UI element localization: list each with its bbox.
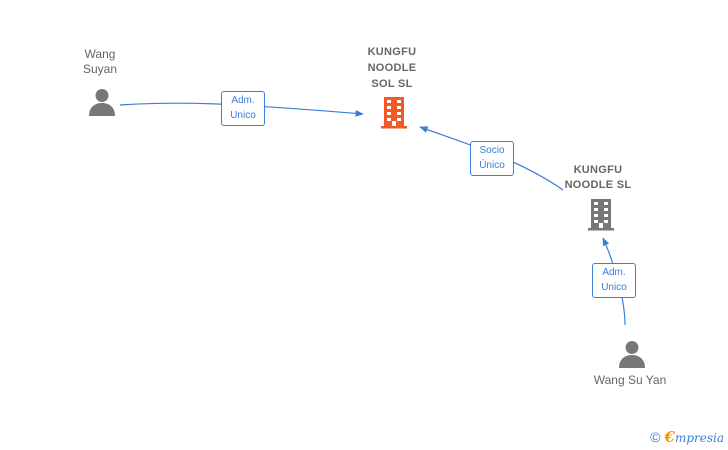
edge-label-line2: Único bbox=[479, 160, 505, 171]
person-name-wang-su-yan: Wang Su Yan bbox=[593, 373, 667, 387]
brand-logo[interactable]: €mpresia bbox=[665, 428, 725, 446]
company-name-parent: KUNGFU NOODLE SL bbox=[564, 164, 632, 191]
building-icon-main[interactable] bbox=[378, 95, 410, 129]
person-icon[interactable] bbox=[87, 87, 117, 117]
edge-label-socio-unico[interactable]: Socio Único bbox=[470, 141, 514, 176]
company-name-main: KUNGFU NOODLE SOL SL bbox=[367, 46, 417, 90]
edge-label-line1: Socio bbox=[479, 145, 505, 156]
edge-suyan-to-main bbox=[119, 102, 364, 117]
edge-label-line2: Unico bbox=[230, 110, 256, 121]
brand-initial: € bbox=[664, 428, 675, 446]
brand-name: mpresia bbox=[674, 431, 724, 445]
edge-label-adm-unico[interactable]: Adm. Unico bbox=[592, 263, 636, 298]
edge-label-adm-unico[interactable]: Adm. Unico bbox=[221, 91, 265, 126]
edge-label-line2: Unico bbox=[601, 282, 627, 293]
person-icon[interactable] bbox=[617, 339, 647, 369]
copyright-icon: © bbox=[650, 429, 661, 445]
edge-label-line1: Adm. bbox=[231, 95, 255, 106]
footer-brand: © €mpresia bbox=[650, 428, 724, 446]
building-icon-parent[interactable] bbox=[585, 197, 617, 231]
edge-label-line1: Adm. bbox=[602, 267, 626, 278]
person-name-wang-suyan: Wang Suyan bbox=[82, 47, 118, 76]
